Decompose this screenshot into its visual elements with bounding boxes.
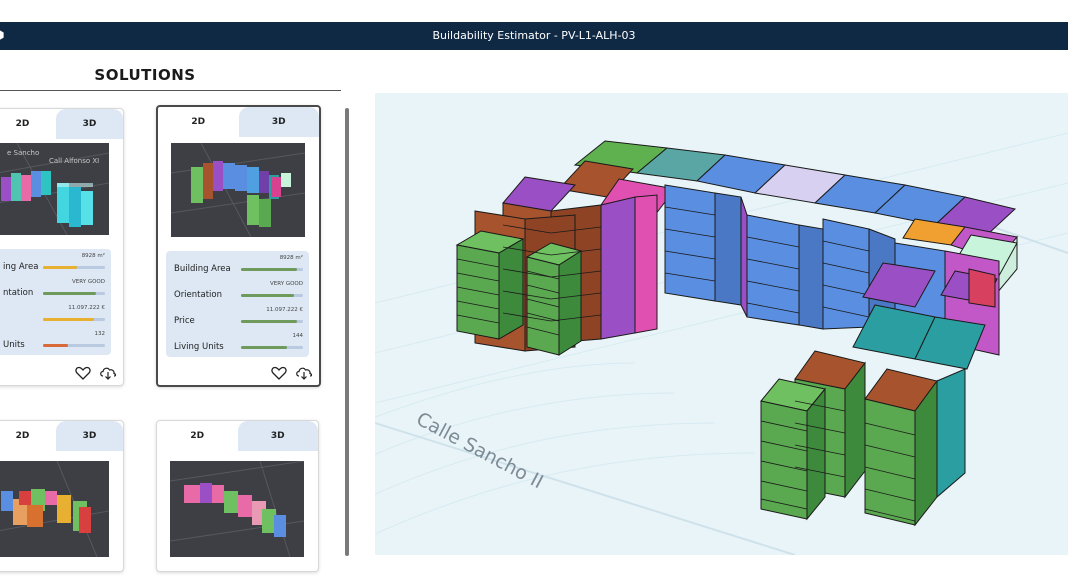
tab-2d[interactable]: 2D — [190, 431, 205, 441]
stat-label: Price — [174, 316, 195, 326]
tab-3d[interactable]: 3D — [238, 107, 319, 137]
stat-living-units: Units 132 — [0, 329, 111, 355]
thumb-street-label: Call Alfonso XI — [49, 157, 99, 165]
solution-thumbnail[interactable] — [171, 143, 305, 237]
solution-thumbnail[interactable]: e Sancho Call Alfonso XI — [0, 143, 109, 235]
card-actions — [271, 365, 313, 380]
stat-bar — [241, 294, 303, 297]
app-logo-icon[interactable]: ⬢ — [0, 28, 6, 42]
stat-value: 11.097.222 € — [266, 307, 303, 313]
massing-preview-image: e Sancho Call Alfonso XI — [0, 143, 109, 235]
stat-label: Building Area — [174, 264, 231, 274]
massing-preview-image — [0, 461, 109, 557]
tab-3d[interactable]: 3D — [56, 109, 123, 139]
stat-bar — [241, 268, 303, 271]
view-tabs: 2D 3D — [157, 421, 318, 451]
stat-value: VERY GOOD — [270, 281, 303, 287]
cloud-download-icon[interactable] — [295, 365, 313, 380]
tab-3d[interactable]: 3D — [56, 421, 123, 451]
stat-price: 11.097.222 € — [0, 303, 111, 329]
stat-bar — [241, 320, 303, 323]
stat-value: VERY GOOD — [72, 279, 105, 285]
tab-2d[interactable]: 2D — [15, 431, 30, 441]
stat-bar — [43, 344, 105, 347]
title-bar: ⬢ Buildability Estimator - PV-L1-ALH-03 — [0, 22, 1068, 50]
card-actions — [75, 365, 117, 380]
massing-preview-image — [171, 143, 305, 237]
view-tabs: 2D 3D — [0, 421, 123, 451]
stat-label: ing Area — [3, 262, 39, 272]
solution-stats: Building Area 8928 m² Orientation VERY G… — [166, 251, 309, 357]
stat-label: Living Units — [174, 342, 224, 352]
solution-card-3[interactable]: 2D 3D — [0, 420, 124, 572]
3d-massing-model: Calle Sancho II — [375, 132, 1068, 555]
solution-stats: ing Area 8928 m² ntation VERY GOOD 11.09… — [0, 249, 111, 355]
stat-building-area: ing Area 8928 m² — [0, 251, 111, 277]
heart-icon[interactable] — [271, 365, 287, 380]
stat-bar — [43, 266, 105, 269]
window-title: Buildability Estimator - PV-L1-ALH-03 — [432, 29, 636, 42]
street-label-sancho: Calle Sancho II — [413, 408, 547, 493]
stat-living-units: Living Units 144 — [166, 331, 309, 357]
tab-3d[interactable]: 3D — [237, 421, 318, 451]
solution-card-4[interactable]: 2D 3D — [156, 420, 319, 572]
stat-bar — [241, 346, 303, 349]
solution-thumbnail[interactable] — [0, 461, 109, 557]
massing-preview-image — [170, 461, 304, 557]
heart-icon[interactable] — [75, 365, 91, 380]
stat-label: Units — [3, 340, 25, 350]
stat-value: 11.097.222 € — [68, 305, 105, 311]
solutions-scrollbar-thumb[interactable] — [345, 108, 349, 556]
stat-value: 144 — [292, 333, 304, 339]
tab-2d[interactable]: 2D — [15, 119, 30, 129]
tab-2d[interactable]: 2D — [191, 117, 206, 127]
stat-price: Price 11.097.222 € — [166, 305, 309, 331]
stat-orientation: Orientation VERY GOOD — [166, 279, 309, 305]
view-tabs: 2D 3D — [158, 107, 319, 137]
stat-bar — [43, 292, 105, 295]
stat-value: 132 — [94, 331, 106, 337]
stat-value: 8928 m² — [81, 253, 105, 259]
stat-label: ntation — [3, 288, 34, 298]
solutions-divider — [0, 90, 341, 91]
thumb-street-label: e Sancho — [7, 149, 39, 157]
stat-bar — [43, 318, 105, 321]
stat-label: Orientation — [174, 290, 222, 300]
solution-thumbnail[interactable] — [170, 461, 304, 557]
stat-value: 8928 m² — [279, 255, 303, 261]
cloud-download-icon[interactable] — [99, 365, 117, 380]
3d-viewport[interactable]: Calle Sancho II — [375, 93, 1068, 555]
solutions-heading: SOLUTIONS — [94, 66, 196, 84]
stat-building-area: Building Area 8928 m² — [166, 253, 309, 279]
solution-card-2[interactable]: 2D 3D Building Area 8928 m² Orientation … — [156, 105, 321, 387]
view-tabs: 2D 3D — [0, 109, 123, 139]
stat-orientation: ntation VERY GOOD — [0, 277, 111, 303]
solution-card-1[interactable]: 2D 3D e Sancho Call Alfonso XI ing Area … — [0, 108, 124, 386]
